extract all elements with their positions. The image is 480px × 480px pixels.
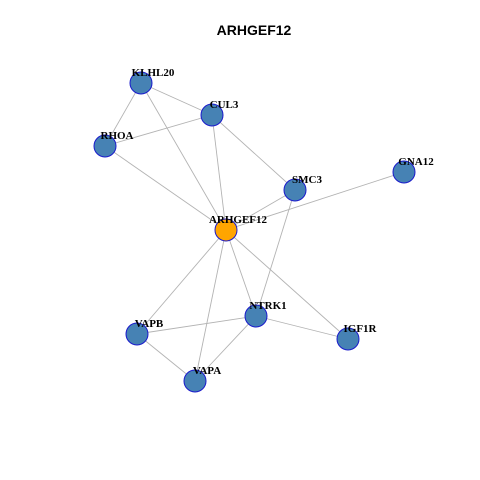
graph-title: ARHGEF12 — [217, 22, 292, 38]
node-label-rhoa: RHOA — [101, 130, 134, 142]
node-vapb[interactable] — [125, 322, 149, 346]
node-label-vapb: VAPB — [135, 318, 164, 330]
edge-arhgef12-vapa — [194, 229, 227, 382]
edge-cul3-arhgef12 — [211, 114, 227, 231]
edge-arhgef12-ntrk1 — [225, 229, 257, 317]
edge-vapa-ntrk1 — [194, 315, 257, 382]
edge-cul3-rhoa — [104, 114, 213, 147]
edge-arhgef12-igf1r — [225, 229, 349, 340]
edge-klhl20-rhoa — [104, 82, 142, 147]
node-label-arhgef12: ARHGEF12 — [209, 214, 268, 226]
node-layer — [93, 71, 416, 393]
edge-layer — [104, 82, 405, 382]
node-ntrk1[interactable] — [244, 304, 268, 328]
node-vapa[interactable] — [183, 369, 207, 393]
edge-gna12-arhgef12 — [225, 171, 405, 231]
node-label-igf1r: IGF1R — [344, 323, 378, 335]
node-label-cul3: CUL3 — [210, 99, 239, 111]
edge-klhl20-cul3 — [140, 82, 213, 116]
edge-arhgef12-vapb — [136, 229, 227, 335]
node-arhgef12[interactable] — [214, 218, 238, 242]
edge-smc3-arhgef12 — [225, 189, 296, 231]
edge-klhl20-arhgef12 — [140, 82, 227, 231]
edge-smc3-ntrk1 — [255, 189, 296, 317]
node-label-ntrk1: NTRK1 — [249, 300, 286, 312]
node-cul3[interactable] — [200, 103, 224, 127]
node-label-vapa: VAPA — [193, 365, 221, 377]
edge-ntrk1-igf1r — [255, 315, 349, 340]
node-smc3[interactable] — [283, 178, 307, 202]
node-klhl20[interactable] — [129, 71, 153, 95]
edge-vapb-ntrk1 — [136, 315, 257, 335]
node-label-klhl20: KLHL20 — [132, 67, 175, 79]
edge-rhoa-arhgef12 — [104, 145, 227, 231]
node-rhoa[interactable] — [93, 134, 117, 158]
node-gna12[interactable] — [392, 160, 416, 184]
node-label-gna12: GNA12 — [398, 156, 434, 168]
edge-cul3-smc3 — [211, 114, 296, 191]
node-label-smc3: SMC3 — [292, 174, 322, 186]
node-igf1r[interactable] — [336, 327, 360, 351]
edge-vapb-vapa — [136, 333, 196, 382]
